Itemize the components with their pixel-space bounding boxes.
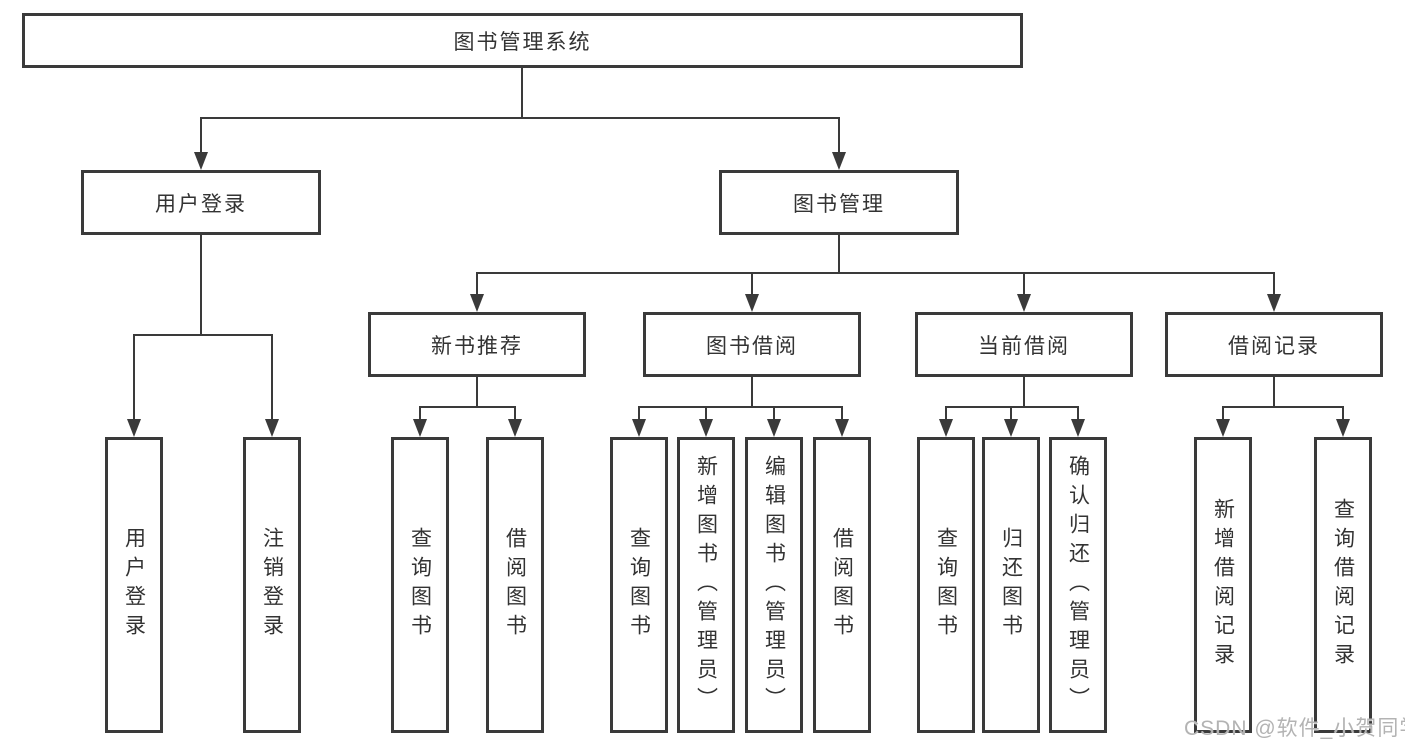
connector-shaft (751, 272, 753, 298)
connector-shaft (705, 406, 707, 422)
node-label: 查询图书 (408, 527, 432, 643)
connector-shaft (271, 334, 273, 422)
arrow-down-icon (127, 419, 141, 437)
connector-stem (838, 235, 840, 274)
node-borrowing-records: 借阅记录 (1165, 312, 1383, 377)
leaf-return-books: 归还图书 (982, 437, 1040, 733)
connector-stem (1023, 377, 1025, 407)
arrow-down-icon (767, 419, 781, 437)
leaf-query-books-current: 查询图书 (917, 437, 975, 733)
connector-shaft (1342, 406, 1344, 422)
leaf-add-borrow-record: 新增借阅记录 (1194, 437, 1252, 733)
leaf-query-books-borrowing: 查询图书 (610, 437, 668, 733)
arrow-down-icon (1216, 419, 1230, 437)
node-label: 借阅图书 (503, 527, 527, 643)
arrow-down-icon (1071, 419, 1085, 437)
arrow-down-icon (1017, 294, 1031, 312)
node-label: 归还图书 (999, 527, 1023, 643)
connector-shaft (773, 406, 775, 422)
node-current-borrowing: 当前借阅 (915, 312, 1133, 377)
node-label: 编辑图书（管理员） (762, 454, 786, 716)
connector-shaft (841, 406, 843, 422)
connector-shaft (838, 117, 840, 155)
leaf-confirm-return-admin: 确认归还（管理员） (1049, 437, 1107, 733)
connector-level1-bar (200, 117, 840, 119)
leaf-query-books-recommend: 查询图书 (391, 437, 449, 733)
node-book-management: 图书管理 (719, 170, 959, 235)
connector-stem (476, 377, 478, 407)
node-label: 图书管理 (793, 192, 885, 216)
connector-split-bar (638, 406, 843, 408)
leaf-borrow-books: 借阅图书 (813, 437, 871, 733)
connector-shaft (133, 334, 135, 422)
node-book-borrowing: 图书借阅 (643, 312, 861, 377)
leaf-query-borrow-record: 查询借阅记录 (1314, 437, 1372, 733)
connector-stem (751, 377, 753, 407)
arrow-down-icon (265, 419, 279, 437)
node-label: 用户登录 (155, 192, 247, 216)
connector-split-bar (945, 406, 1079, 408)
connector-stem (200, 235, 202, 335)
node-label: 新增借阅记录 (1211, 498, 1235, 672)
connector-shaft (419, 406, 421, 422)
arrow-down-icon (832, 152, 846, 170)
arrow-down-icon (1267, 294, 1281, 312)
node-label: 借阅记录 (1228, 334, 1320, 358)
leaf-user-login: 用户登录 (105, 437, 163, 733)
connector-shaft (1273, 272, 1275, 298)
node-label: 用户登录 (122, 527, 146, 643)
connector-shaft (1010, 406, 1012, 422)
arrow-down-icon (1336, 419, 1350, 437)
node-new-book-recommendation: 新书推荐 (368, 312, 586, 377)
node-label: 图书借阅 (706, 334, 798, 358)
connector-shaft (1077, 406, 1079, 422)
leaf-add-books-admin: 新增图书（管理员） (677, 437, 735, 733)
connector-shaft (1023, 272, 1025, 298)
node-label: 查询图书 (627, 527, 651, 643)
connector-level2-bar (476, 272, 1275, 274)
node-label: 查询借阅记录 (1331, 498, 1355, 672)
csdn-watermark: CSDN @软件_小贺同学 (1184, 717, 1405, 740)
arrow-down-icon (699, 419, 713, 437)
connector-shaft (476, 272, 478, 298)
arrow-down-icon (835, 419, 849, 437)
connector-shaft (514, 406, 516, 422)
arrow-down-icon (470, 294, 484, 312)
node-label: 确认归还（管理员） (1066, 454, 1090, 716)
node-label: 注销登录 (260, 527, 284, 643)
node-library-management-system: 图书管理系统 (22, 13, 1023, 68)
arrow-down-icon (194, 152, 208, 170)
node-label: 新书推荐 (431, 334, 523, 358)
connector-split-bar (133, 334, 273, 336)
connector-shaft (200, 117, 202, 155)
connector-shaft (1222, 406, 1224, 422)
arrow-down-icon (939, 419, 953, 437)
arrow-down-icon (1004, 419, 1018, 437)
node-label: 图书管理系统 (453, 30, 592, 54)
connector-split-bar (419, 406, 516, 408)
node-label: 查询图书 (934, 527, 958, 643)
arrow-down-icon (413, 419, 427, 437)
connector-root-stem (521, 68, 523, 118)
connector-split-bar (1222, 406, 1344, 408)
arrow-down-icon (508, 419, 522, 437)
connector-shaft (638, 406, 640, 422)
node-label: 新增图书（管理员） (694, 454, 718, 716)
node-user-login: 用户登录 (81, 170, 321, 235)
leaf-edit-books-admin: 编辑图书（管理员） (745, 437, 803, 733)
node-label: 当前借阅 (978, 334, 1070, 358)
arrow-down-icon (632, 419, 646, 437)
leaf-borrow-books-recommend: 借阅图书 (486, 437, 544, 733)
node-label: 借阅图书 (830, 527, 854, 643)
leaf-logout: 注销登录 (243, 437, 301, 733)
connector-shaft (945, 406, 947, 422)
connector-stem (1273, 377, 1275, 407)
arrow-down-icon (745, 294, 759, 312)
